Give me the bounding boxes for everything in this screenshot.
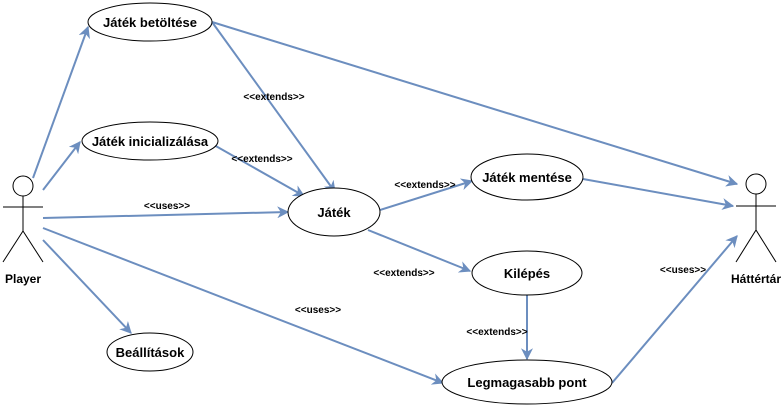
relation-label-extends-load-game: <<extends>>	[243, 92, 304, 103]
use-case-exit-label: Kilépés	[504, 266, 550, 281]
actor-storage-icon	[735, 173, 777, 263]
edge-game-exit	[367, 229, 472, 273]
edge-player-game	[42, 206, 290, 219]
edge-load-game-storage	[211, 21, 739, 187]
edge-init-game-game	[213, 144, 306, 197]
actor-player-icon	[2, 175, 44, 263]
use-case-high-score-label: Legmagasabb pont	[467, 375, 587, 390]
use-case-init-game[interactable]: Játék inicializálása	[81, 121, 219, 161]
actor-player[interactable]: Player	[2, 175, 44, 286]
actor-storage[interactable]: Háttértár	[731, 173, 781, 286]
use-case-init-game-label: Játék inicializálása	[92, 134, 209, 149]
relation-label-uses-highscore-storage: <<uses>>	[660, 265, 706, 276]
relation-label-extends-init-game: <<extends>>	[231, 154, 292, 165]
relation-label-uses-player-highscore: <<uses>>	[295, 305, 341, 316]
relation-label-extends-save-game: <<extends>>	[394, 180, 455, 191]
use-case-high-score[interactable]: Legmagasabb pont	[441, 359, 613, 405]
relation-label-extends-exit: <<extends>>	[373, 268, 434, 279]
edge-player-init-game	[42, 141, 81, 191]
actor-storage-label: Háttértár	[731, 272, 781, 286]
use-case-load-game-label: Játék betöltése	[103, 15, 197, 30]
use-case-save-game-label: Játék mentése	[482, 170, 572, 185]
edge-player-settings	[42, 239, 132, 334]
use-case-save-game[interactable]: Játék mentése	[470, 153, 584, 201]
edge-player-load-game	[32, 25, 90, 179]
edges	[32, 21, 739, 385]
relation-label-uses-player-game: <<uses>>	[144, 201, 190, 212]
use-case-game[interactable]: Játék	[287, 187, 381, 237]
actor-player-label: Player	[5, 272, 41, 286]
edge-highscore-storage	[611, 235, 738, 384]
edge-save-game-storage	[582, 178, 735, 210]
use-case-game-label: Játék	[317, 205, 351, 220]
use-case-settings-label: Beállítások	[116, 345, 185, 360]
edge-game-save-game	[379, 178, 474, 211]
relation-label-extends-exit-highscore: <<extends>>	[466, 327, 527, 338]
edge-load-game-game	[211, 21, 336, 193]
edge-player-highscore	[42, 227, 445, 385]
relation-labels: <<extends>> <<extends>> <<uses>> <<exten…	[144, 92, 706, 338]
use-case-load-game[interactable]: Játék betöltése	[87, 2, 213, 42]
use-case-settings[interactable]: Beállítások	[106, 332, 194, 372]
use-case-exit[interactable]: Kilépés	[471, 250, 583, 296]
